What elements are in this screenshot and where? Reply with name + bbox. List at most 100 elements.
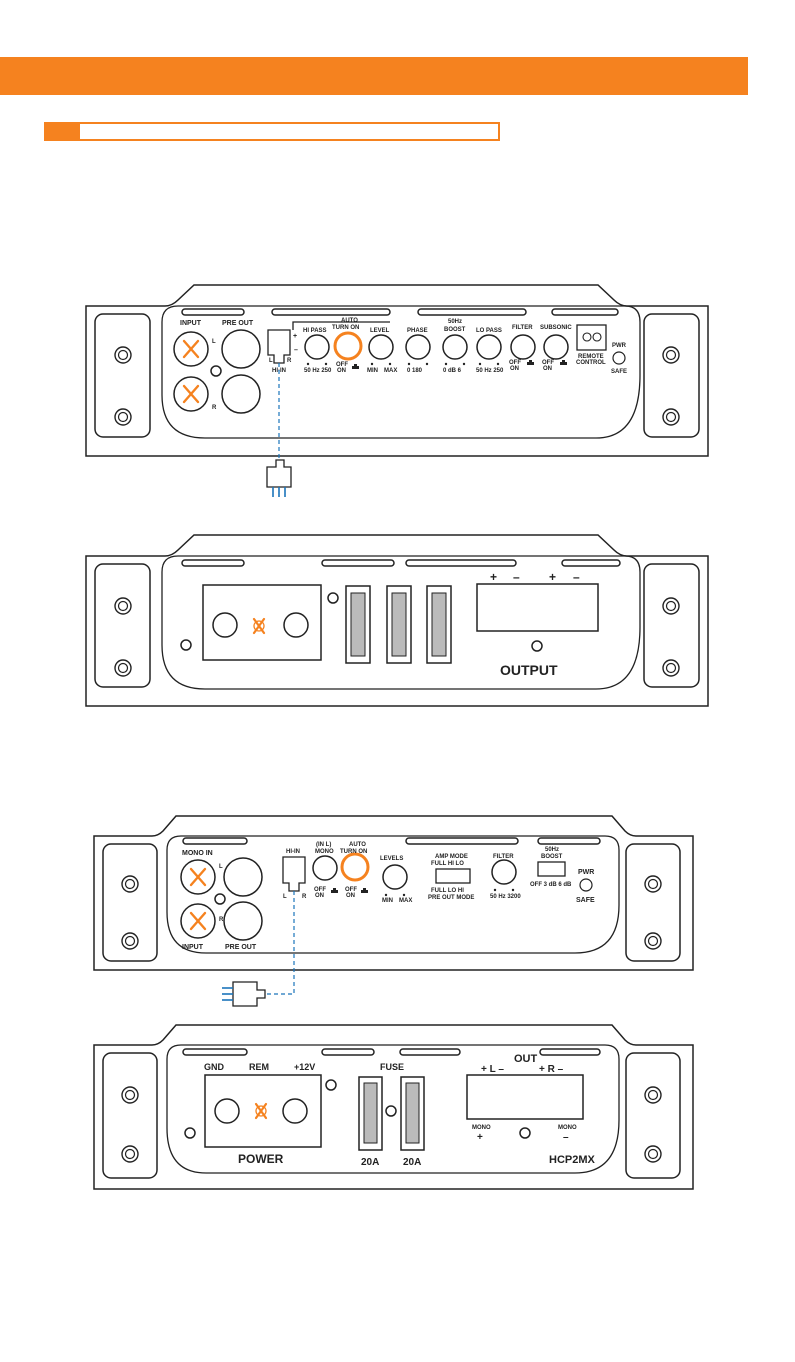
amp2-power-terminal [204,1074,322,1148]
amp2-amp-mode-opts: FULL HI LO [431,861,464,867]
amp2-pre-out-mode-label: PRE OUT MODE [428,895,474,901]
amp1-remote-label-1: REMOTE [578,354,604,360]
amp2-amp-mode-label: AMP MODE [435,854,468,860]
amp2-filter-knob[interactable] [491,859,517,885]
amp2-hi-in-wires [222,987,233,1001]
amp2-output-led [519,1127,531,1139]
amp2-fuse-indicator [385,1105,397,1117]
amp1-filter-knob[interactable] [510,334,536,360]
amp2-mono-knob[interactable] [312,855,338,881]
vent-slot [181,308,245,316]
screw-icon [114,597,132,615]
screw-icon [114,408,132,426]
amp1-power-terminal-gnd[interactable] [212,612,238,638]
amp2-boost-switch[interactable] [537,861,566,877]
amp2-fuse-1-rating: 20A [361,1157,379,1168]
amp2-auto-turn-on-knob[interactable] [340,852,370,882]
amp2-hi-in-label: HI-IN [286,849,300,855]
amp1-safe-label: SAFE [611,369,627,375]
screw-icon [644,932,662,950]
amp1-fuse-2-element [391,592,407,657]
amp1-hi-in-connector[interactable] [267,329,291,364]
amp1-preout-r-jack[interactable] [221,374,261,414]
amp1-fuse-2[interactable] [386,585,412,664]
amp1-speaker-output-block[interactable] [476,583,599,632]
amp1-rem-terminal[interactable] [253,620,265,632]
amp2-speaker-output-block[interactable] [466,1074,584,1120]
amp2-input-label: INPUT [182,944,204,951]
amp1-subsonic-knob[interactable] [543,334,569,360]
amp2-bottom-right-bracket [625,1052,681,1179]
amp1-bottom-screw-hole [180,639,192,651]
amp2-boost-label-1: 50Hz [545,847,559,853]
amp2-top-right-bracket [625,843,681,962]
amp2-filter-scale: 50 Hz 3200 [490,894,521,900]
amp1-minus-label: – [294,347,298,354]
amp1-filter-off: OFF [509,360,521,366]
amp1-level-knob[interactable] [368,334,394,360]
amp2-gnd-terminal[interactable] [214,1098,240,1124]
amp2-top-left-bracket [102,843,158,962]
amp1-out-minus-2: – [573,570,580,584]
amp1-subsonic-on: ON [543,366,552,372]
amp2-hi-r-label: R [302,894,307,900]
amp1-right-label: R [212,405,217,411]
amp1-power-terminal-12v[interactable] [283,612,309,638]
amp1-lopass-knob[interactable] [476,334,502,360]
amp1-subsonic-off: OFF [542,360,554,366]
amp2-levels-knob[interactable] [382,864,408,890]
amp2-hi-in-plug[interactable] [232,981,266,1007]
amp2-12v-terminal[interactable] [282,1098,308,1124]
amp1-hi-in-wires [272,487,286,497]
amp2-hi-in-connector[interactable] [282,856,306,892]
amp1-hi-in-bracket [292,321,390,330]
vent-slot [271,308,391,316]
amp2-preout-l-jack[interactable] [223,857,263,897]
amp2-preout-r-jack[interactable] [223,901,263,941]
amp2-amp-mode-switch[interactable] [435,868,471,884]
amp1-boost-knob[interactable] [442,334,468,360]
amp2-mono-in-l-jack[interactable] [180,859,216,895]
amp2-input-r-jack[interactable] [180,903,216,939]
amp2-fuse-label: FUSE [380,1062,404,1072]
amp1-top-panel-inner [161,305,641,439]
amp1-preout-l-jack[interactable] [221,329,261,369]
amp2-out-r-label: + R – [539,1064,564,1075]
amp2-rem-terminal[interactable] [255,1105,267,1117]
vent-slot [181,559,245,567]
amp2-fuse-2[interactable] [400,1076,425,1151]
amp1-fuse-1[interactable] [345,585,371,664]
amp1-top-left-bracket [94,313,151,438]
amp1-auto-label-2: TURN ON [332,325,359,331]
amp1-auto-turn-on-knob[interactable] [333,331,363,361]
amp2-fuse-1[interactable] [358,1076,383,1151]
vent-slot [321,559,395,567]
amp1-fuse-3[interactable] [426,585,452,664]
amp1-level-min: MIN [367,368,378,374]
amp1-pwr-led [612,351,626,365]
amp2-mono-in-label: MONO IN [182,850,213,857]
amp2-left-label: L [219,864,223,870]
toggle-switch-icon [560,360,567,365]
amp2-mono-label-2: MONO [315,849,334,855]
amp2-rem-terminal-mark [254,1102,268,1120]
amp1-hi-in-plug[interactable] [266,459,292,488]
amp1-hipass-knob[interactable] [304,334,330,360]
amp2-bottom-screw-hole [184,1127,196,1139]
amp1-output-led [531,640,543,652]
amp2-top-chassis [93,815,694,971]
amp1-top-right-bracket [643,313,700,438]
vent-slot [551,308,619,316]
amp2-mono-minus-label: MONO [558,1125,577,1131]
amp1-input-l-jack[interactable] [173,331,209,367]
amp1-phase-knob[interactable] [405,334,431,360]
amp1-phase-scale: 0 180 [407,368,423,374]
amp1-out-plus-1: + [490,570,497,584]
amp2-levels-min: MIN [382,898,393,904]
amp1-remote-port[interactable] [576,324,607,351]
amp1-hi-l-label: L [269,358,273,364]
vent-slot [182,1048,248,1056]
amp1-hipass-scale: 50 Hz 250 [304,368,332,374]
amp1-input-r-jack[interactable] [173,376,209,412]
